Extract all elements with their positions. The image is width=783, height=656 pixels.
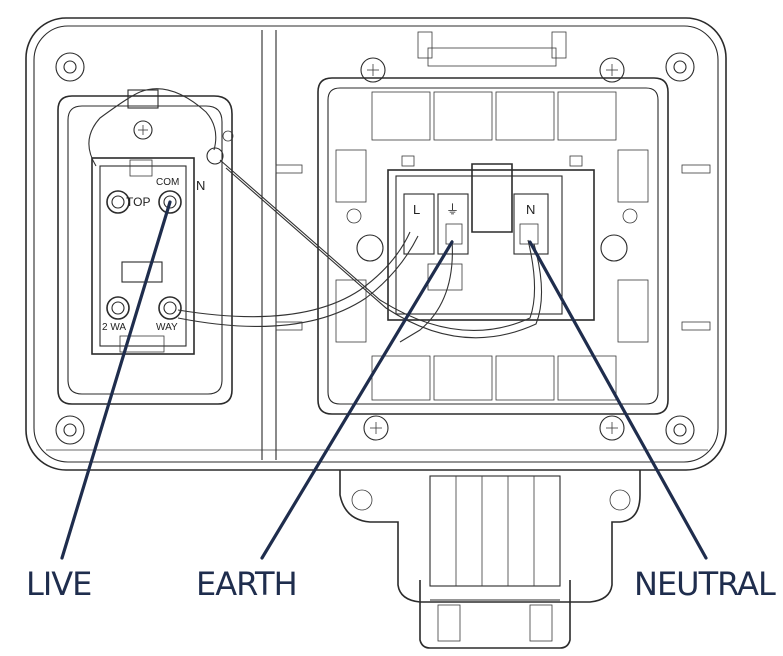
callout-earth: EARTH [196, 565, 297, 603]
wires [88, 88, 543, 343]
switch-label-2way-right: WAY [156, 322, 178, 333]
corner-screw-tl [55, 52, 85, 82]
switch-label-2way-left: 2 WA [102, 322, 126, 333]
switch-terminal-com [158, 190, 182, 214]
leader-neutral [528, 240, 708, 560]
leader-earth [260, 240, 454, 560]
mount-screw-tr [599, 57, 625, 83]
switch-label-com: COM [156, 177, 179, 188]
leader-live [60, 200, 172, 560]
bottom-gland [339, 470, 641, 649]
callout-live: LIVE [26, 565, 91, 603]
switch-housing: COM TOP 2 WA WAY N [57, 89, 234, 405]
switch-terminal-l2 [158, 296, 182, 320]
terminal-label-earth: ⏚ [446, 202, 459, 217]
switch-label-top: TOP [126, 195, 150, 209]
corner-screw-tr [665, 52, 695, 82]
corner-screw-br [665, 415, 695, 445]
mount-screw-bl [363, 415, 389, 441]
mount-screw-br [599, 415, 625, 441]
switch-terminal-l1 [106, 296, 130, 320]
callout-neutral: NEUTRAL [634, 565, 776, 603]
switch-label-n: N [196, 178, 205, 193]
corner-screw-bl [55, 415, 85, 445]
switch-terminal-top [106, 190, 130, 214]
inner-box [317, 57, 669, 441]
terminal-label-n: N [526, 202, 535, 217]
enclosure-outline [25, 17, 727, 471]
mount-screw-tl [360, 57, 386, 83]
terminal-label-l: L [413, 202, 420, 217]
